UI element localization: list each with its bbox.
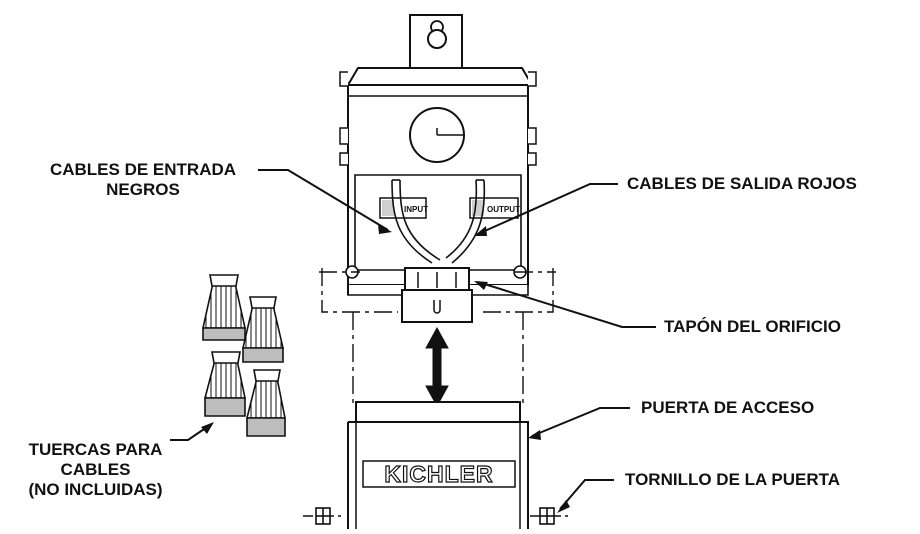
install-arrow (425, 326, 449, 408)
label-input-wires-line1: CABLES DE ENTRADA (49, 160, 237, 179)
wire-nut-3 (203, 351, 246, 417)
wire-nuts (202, 274, 286, 437)
label-input-wires: CABLES DE ENTRADA NEGROS (28, 160, 258, 200)
wire-nut-4 (245, 369, 286, 437)
label-hole-plug: TAPÓN DEL ORIFICIO (664, 317, 841, 336)
wire-nut-1 (202, 274, 246, 341)
hole-plug (401, 267, 473, 323)
door-screw-left (303, 507, 345, 525)
output-tag-text: OUTPUT (487, 205, 520, 214)
label-wire-nuts-line1: TUERCAS PARA (28, 440, 163, 459)
door-screw-right (530, 507, 572, 525)
leader-wire-nuts (170, 424, 211, 441)
label-wire-nuts-line2: CABLES (60, 460, 131, 479)
input-tag: INPUT (379, 197, 428, 219)
input-tag-text: INPUT (404, 205, 428, 214)
door-phantom-outline (319, 268, 556, 408)
output-tag: OUTPUT (469, 197, 520, 219)
leader-access-door (531, 407, 630, 437)
label-access-door: PUERTA DE ACCESO (641, 398, 815, 417)
leader-arrowheads (201, 224, 570, 513)
access-door: KICHLER (347, 401, 529, 529)
transformer-box (339, 14, 537, 296)
leader-door-screw (559, 479, 614, 510)
leader-hole-plug (477, 281, 656, 328)
label-output-wires: CABLES DE SALIDA ROJOS (627, 174, 857, 193)
brand-logo: KICHLER (384, 461, 493, 487)
leader-output-wires (477, 183, 618, 235)
label-wire-nuts: TUERCAS PARA CABLES (NO INCLUIDAS) (8, 440, 183, 500)
output-wires (445, 179, 486, 264)
input-wires (391, 179, 441, 264)
label-wire-nuts-line3: (NO INCLUIDAS) (28, 480, 163, 499)
label-input-wires-line2: NEGROS (106, 180, 180, 199)
leader-input-wires (258, 169, 389, 231)
label-door-screw: TORNILLO DE LA PUERTA (625, 470, 841, 489)
wire-nut-2 (241, 296, 285, 363)
leader-lines (170, 169, 656, 510)
